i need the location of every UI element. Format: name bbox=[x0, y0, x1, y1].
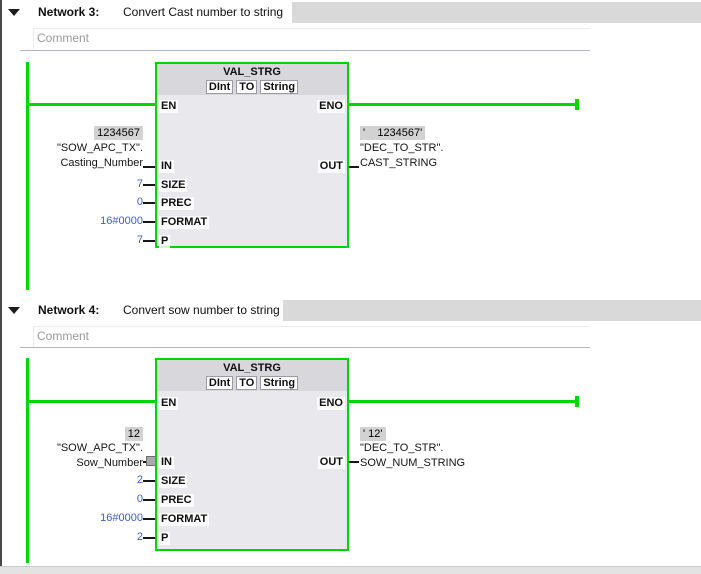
monitor-value: 12 bbox=[124, 427, 143, 441]
network-3-eno-wire bbox=[349, 103, 577, 106]
out-monitor-value-wrap: ' 12' bbox=[360, 427, 386, 441]
pin-p: P bbox=[159, 235, 171, 248]
network-3-prec-stub-wire bbox=[143, 202, 155, 204]
prec-constant[interactable]: 0 bbox=[136, 196, 143, 208]
network-4-eno-wire bbox=[349, 400, 577, 403]
format-constant[interactable]: 16#0000 bbox=[100, 512, 143, 524]
network-3-val-strg-block[interactable]: VAL_STRG DInt TO String EN ENO IN OUT SI… bbox=[155, 62, 349, 248]
pin-en: EN bbox=[159, 100, 179, 113]
prec-constant[interactable]: 0 bbox=[136, 493, 143, 505]
type-to-label: TO bbox=[236, 80, 258, 94]
in-monitor-value-wrap: 1234567 bbox=[30, 126, 143, 140]
network-3-comment-field[interactable]: Comment bbox=[33, 28, 590, 49]
pin-out: OUT bbox=[317, 160, 345, 173]
network-4-size-stub-wire bbox=[143, 480, 155, 482]
network-3-comment-underline bbox=[20, 50, 590, 51]
p-constant[interactable]: 7 bbox=[136, 234, 143, 246]
monitor-value: ' 1234567' bbox=[360, 126, 426, 140]
size-constant[interactable]: 7 bbox=[136, 178, 143, 190]
out-monitor-value-wrap: ' 1234567' bbox=[360, 126, 426, 140]
network-4-out-stub-wire bbox=[349, 461, 359, 463]
network-3-size-stub-wire bbox=[143, 184, 155, 186]
in-monitor-value-wrap: 12 bbox=[30, 427, 143, 441]
type-from-dropdown[interactable]: DInt bbox=[205, 376, 234, 390]
type-to-dropdown[interactable]: String bbox=[260, 80, 299, 94]
block-title: VAL_STRG bbox=[223, 362, 281, 374]
network-4-title-text: Convert sow number to string bbox=[123, 303, 280, 317]
network-3-eno-wire-end-tick bbox=[575, 99, 579, 110]
pin-size: SIZE bbox=[159, 475, 188, 488]
pin-p: P bbox=[159, 532, 171, 545]
pin-prec: PREC bbox=[159, 197, 194, 210]
pin-en: EN bbox=[159, 397, 179, 410]
pin-in: IN bbox=[159, 160, 174, 173]
pin-eno: ENO bbox=[317, 100, 345, 113]
pin-size: SIZE bbox=[159, 179, 188, 192]
network-3-format-stub-wire bbox=[143, 221, 155, 223]
network-4-eno-wire-end-tick bbox=[575, 396, 579, 407]
network-3-label: Network 3: bbox=[38, 5, 100, 19]
network-3-collapse-triangle-icon[interactable] bbox=[8, 9, 20, 16]
network-3-out-stub-wire bbox=[349, 166, 359, 168]
block-type-row: DInt TO String bbox=[157, 80, 347, 94]
in-operand-tag-name[interactable]: Sow_Number bbox=[76, 457, 143, 469]
out-operand-db-name[interactable]: "DEC_TO_STR". bbox=[360, 442, 444, 454]
pin-in: IN bbox=[159, 456, 174, 469]
network-4-format-stub-wire bbox=[143, 518, 155, 520]
block-header: VAL_STRG DInt TO String bbox=[157, 360, 347, 391]
type-to-dropdown[interactable]: String bbox=[260, 376, 299, 390]
network-3-in-stub-wire bbox=[143, 166, 155, 168]
size-constant[interactable]: 2 bbox=[136, 474, 143, 486]
network-4-power-rail bbox=[26, 358, 29, 563]
editor-left-edge bbox=[0, 0, 2, 566]
block-title: VAL_STRG bbox=[223, 66, 281, 78]
network-4-p-stub-wire bbox=[143, 537, 155, 539]
pin-format: FORMAT bbox=[159, 216, 210, 229]
out-operand-tag-name[interactable]: CAST_STRING bbox=[360, 157, 438, 169]
out-operand-tag-name[interactable]: SOW_NUM_STRING bbox=[360, 457, 466, 469]
in-operand-db-name[interactable]: "SOW_APC_TX". bbox=[56, 142, 143, 154]
network-4-prec-stub-wire bbox=[143, 499, 155, 501]
pin-format: FORMAT bbox=[159, 513, 210, 526]
pin-out: OUT bbox=[317, 456, 345, 469]
monitor-value: 1234567 bbox=[94, 126, 143, 140]
network-3-power-rail bbox=[26, 62, 29, 290]
network-4-collapse-triangle-icon[interactable] bbox=[8, 307, 20, 314]
p-constant[interactable]: 2 bbox=[136, 531, 143, 543]
pin-prec: PREC bbox=[159, 494, 194, 507]
in-operand-tag-name[interactable]: Casting_Number bbox=[60, 157, 143, 169]
bottom-panel-strip bbox=[0, 566, 701, 574]
network-4-en-wire bbox=[27, 400, 155, 403]
network-3-p-stub-wire bbox=[143, 240, 155, 242]
network-4-val-strg-block[interactable]: VAL_STRG DInt TO String EN ENO IN OUT SI… bbox=[155, 358, 349, 551]
network-4-title-box[interactable] bbox=[0, 300, 283, 321]
monitor-value: ' 12' bbox=[360, 427, 386, 441]
network-3-title-box[interactable] bbox=[0, 2, 292, 23]
network-3-en-wire bbox=[27, 103, 155, 106]
type-to-label: TO bbox=[236, 376, 258, 390]
block-type-row: DInt TO String bbox=[157, 376, 347, 390]
network-4-label: Network 4: bbox=[38, 303, 100, 317]
pin-eno: ENO bbox=[317, 397, 345, 410]
in-operand-db-name[interactable]: "SOW_APC_TX". bbox=[56, 442, 143, 454]
type-from-dropdown[interactable]: DInt bbox=[205, 80, 234, 94]
block-header: VAL_STRG DInt TO String bbox=[157, 64, 347, 95]
network-4-comment-field[interactable]: Comment bbox=[33, 326, 590, 347]
network-3-title-text: Convert Cast number to string bbox=[123, 5, 284, 19]
out-operand-db-name[interactable]: "DEC_TO_STR". bbox=[360, 142, 444, 154]
network-4-comment-underline bbox=[20, 347, 590, 348]
format-constant[interactable]: 16#0000 bbox=[100, 215, 143, 227]
